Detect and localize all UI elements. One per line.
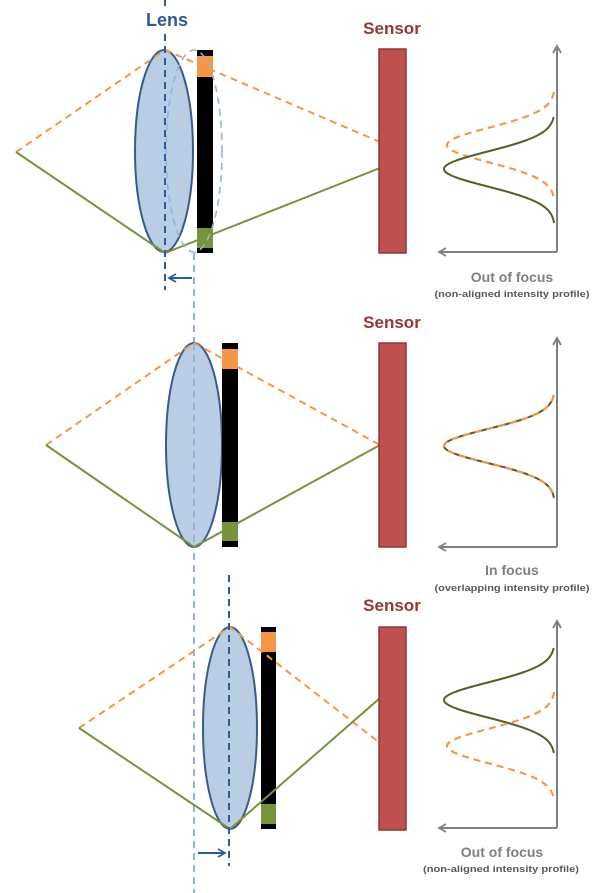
sensor xyxy=(378,48,407,254)
focus-status: Out of focus xyxy=(471,269,554,285)
focus-status: In focus xyxy=(485,562,539,578)
sensor-label: Sensor xyxy=(363,19,421,38)
mask-orange-opening xyxy=(261,632,276,652)
lens xyxy=(202,626,258,830)
sensor xyxy=(378,342,407,548)
mask-green-opening xyxy=(222,522,238,541)
panel-2-in-focus: Sensor In focus (overlapping intensity p… xyxy=(45,313,590,594)
lens-label: Lens xyxy=(146,10,188,30)
sensor-label: Sensor xyxy=(363,313,421,332)
focus-status: Out of focus xyxy=(461,844,544,860)
intensity-profile-graph xyxy=(437,619,562,833)
focus-description: (non-aligned intensity profile) xyxy=(423,864,579,875)
mask-orange-opening xyxy=(222,349,238,369)
mask-bar xyxy=(261,627,276,829)
orange-intensity-profile xyxy=(445,691,556,801)
orange-intensity-profile xyxy=(442,394,556,499)
green-intensity-profile xyxy=(442,647,555,754)
aperture-mask xyxy=(197,50,213,253)
panel-3-out-of-focus: Sensor Out of focus (non-aligned intensi… xyxy=(78,575,579,875)
orange-intensity-profile xyxy=(445,91,555,198)
mask-green-opening xyxy=(261,804,276,824)
intensity-profile-graph xyxy=(437,336,562,552)
mask-bar xyxy=(197,50,213,253)
focus-description: (overlapping intensity profile) xyxy=(435,583,590,594)
green-ray xyxy=(45,444,381,549)
green-intensity-profile xyxy=(442,116,556,224)
intensity-profile-graph xyxy=(437,44,562,257)
ghost-lens-in-focus-position xyxy=(165,49,223,253)
mask-bar xyxy=(222,343,238,547)
aperture-mask xyxy=(261,627,276,829)
lens xyxy=(134,49,194,253)
mask-orange-opening xyxy=(197,56,213,77)
focus-description: (non-aligned intensity profile) xyxy=(435,289,590,300)
sensor xyxy=(378,626,407,831)
sensor-label: Sensor xyxy=(363,596,421,615)
green-intensity-profile xyxy=(442,394,555,499)
aperture-mask xyxy=(222,343,238,547)
panel-1-out-of-focus: Lens Sensor Out of focus (non-aligned in… xyxy=(15,0,590,300)
